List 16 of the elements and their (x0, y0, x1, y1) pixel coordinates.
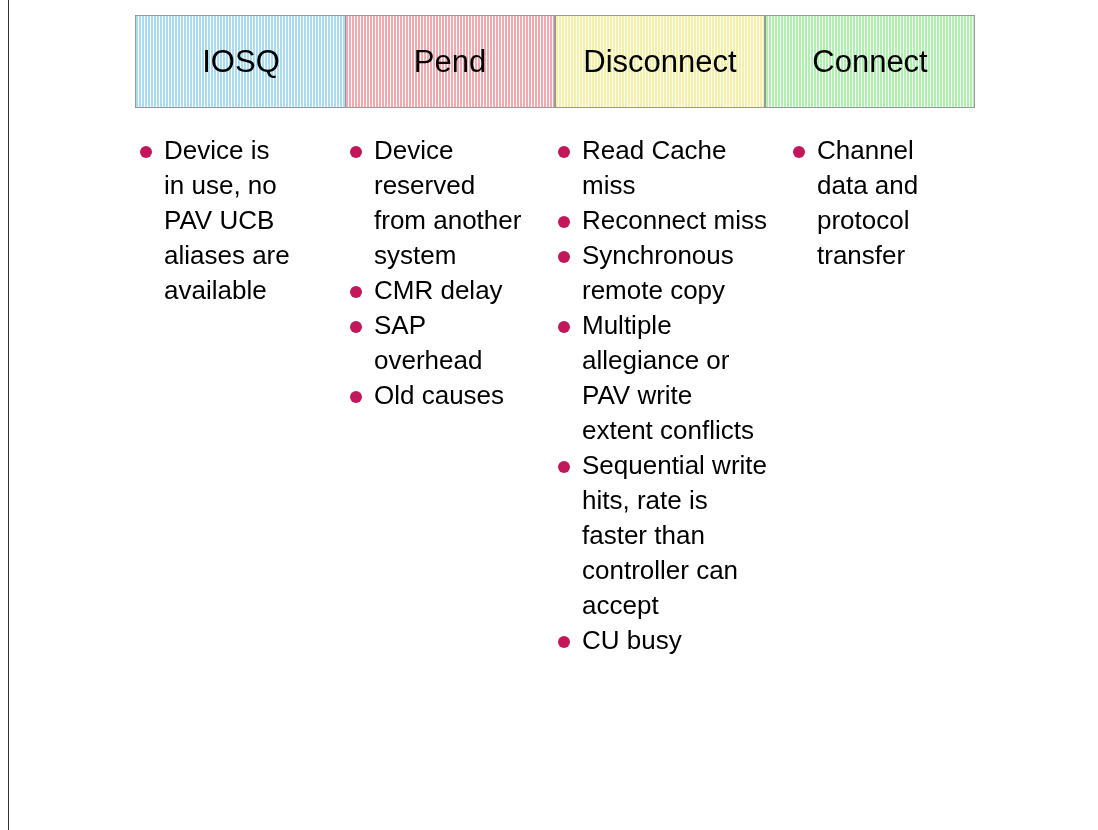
bullet-text: Sequential write hits, rate is faster than controller can accept (582, 450, 767, 620)
bullet-text: CMR delay (374, 275, 503, 305)
bullet-text: Multiple allegiance or PAV write extent conflicts (582, 310, 754, 445)
bullet-text: CU busy (582, 625, 682, 655)
bullet-text: Synchronous remote copy (582, 240, 734, 305)
bullet-text: SAP overhead (374, 310, 483, 375)
bar-segment: Disconnect (555, 15, 765, 108)
bar-segment: Pend (345, 15, 555, 108)
bullet-text: Reconnect miss (582, 205, 767, 235)
bullet-text: Device is in use, no PAV UCB aliases are available (164, 135, 290, 305)
bullet-text: Device reserved from another system (374, 135, 522, 270)
bar-segment: Connect (765, 15, 975, 108)
bullet-text: Channel data and protocol transfer (817, 135, 919, 270)
bullet-text: Old causes (374, 380, 505, 410)
bullet-text: Read Cache miss (582, 135, 727, 200)
bar-segment: IOSQ (135, 15, 347, 108)
